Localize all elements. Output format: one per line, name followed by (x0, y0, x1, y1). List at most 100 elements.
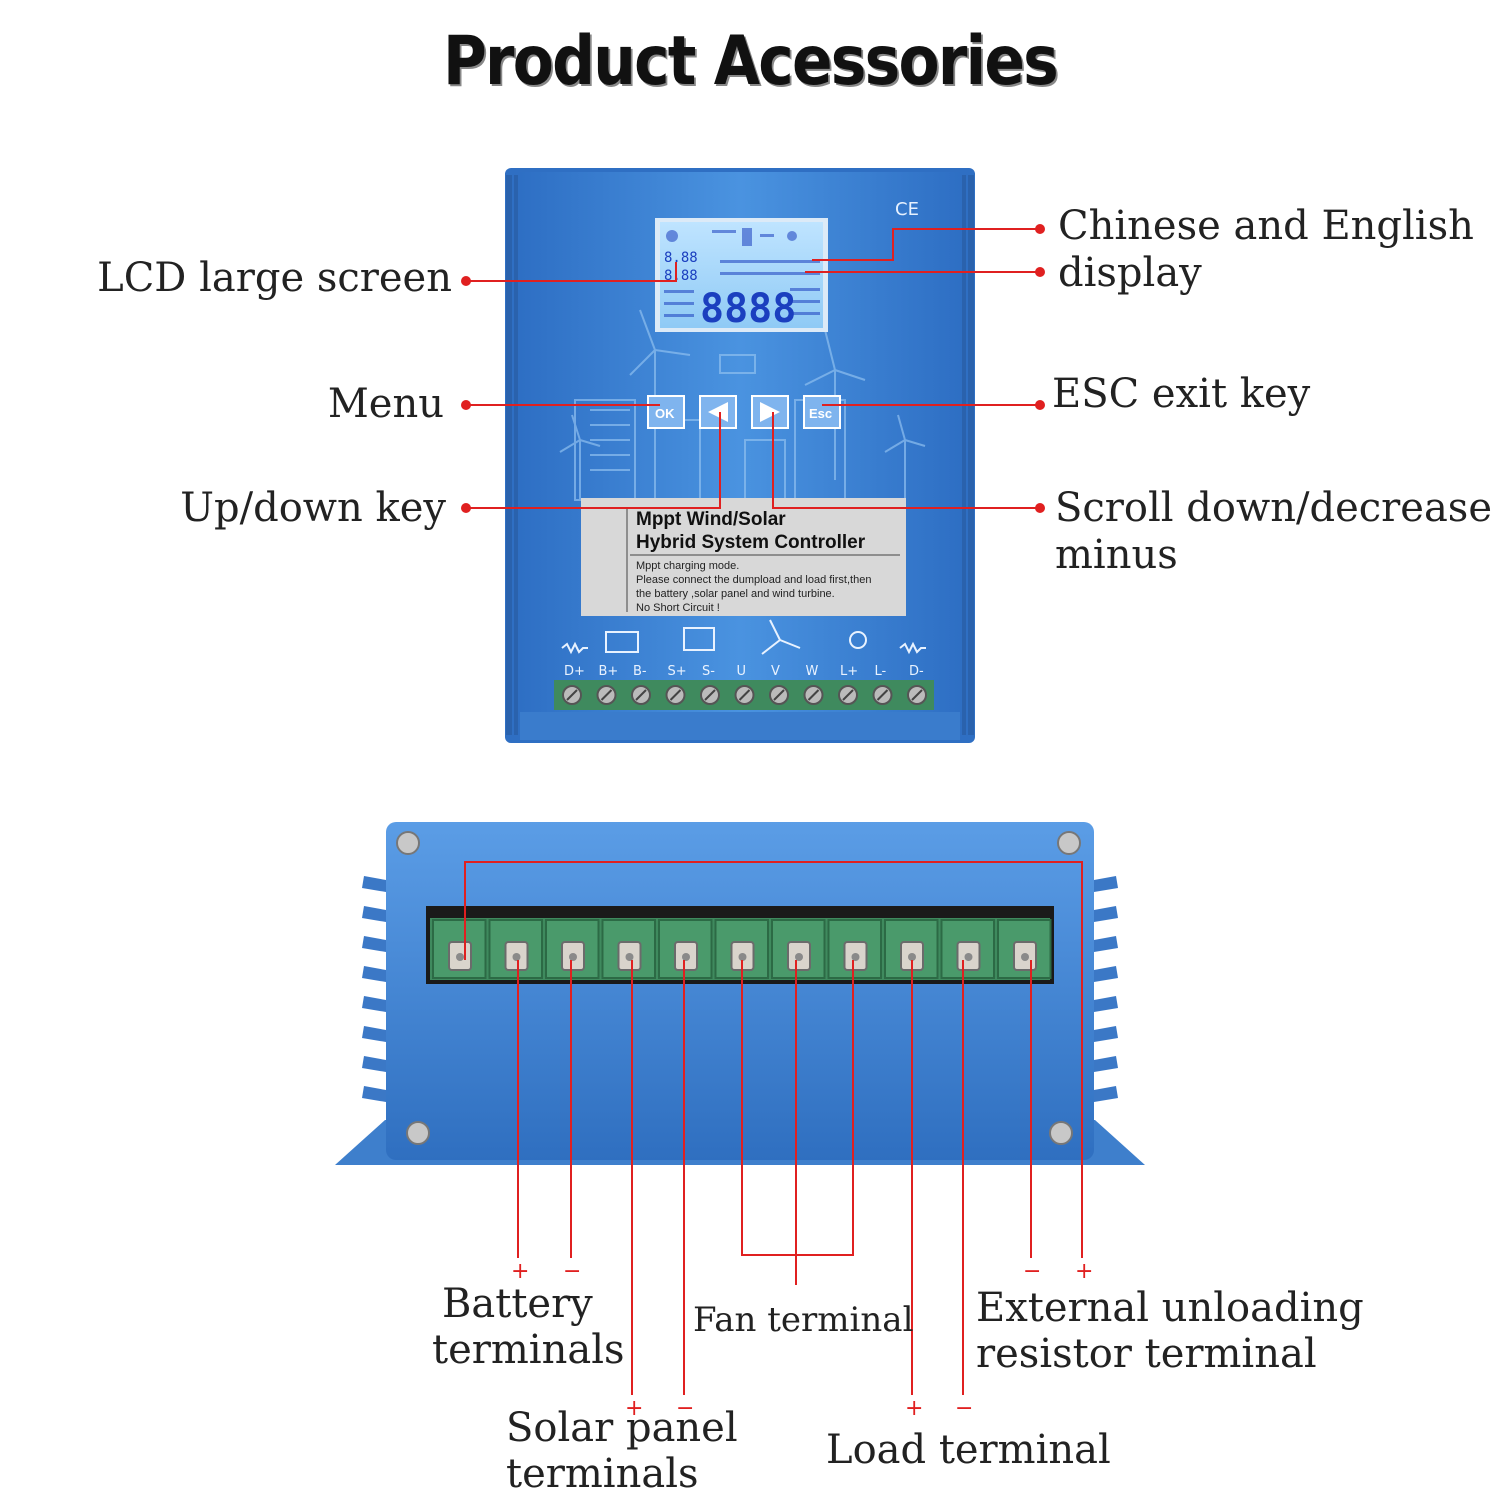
terminal-label-w: W (806, 664, 819, 679)
load-plus-sign: + (905, 1396, 923, 1421)
resistor-icon-left (561, 641, 588, 655)
housing-screws (396, 831, 1081, 1145)
front-device: CE 8.88 8.88 8888 OK (505, 168, 975, 743)
lcd-indicator-segments (664, 228, 820, 317)
load-minus-sign: − (955, 1396, 973, 1421)
screw-slot (807, 689, 820, 701)
screw-slot (635, 689, 647, 701)
side-terminals (432, 919, 1052, 979)
key-right[interactable] (751, 395, 789, 429)
sticker-text-3: the battery ,solar panel and wind turbin… (636, 588, 835, 600)
sticker-text-2: Please connect the dumpload and load fir… (636, 574, 871, 586)
screw-slot (566, 689, 578, 701)
sticker-title-line1: Mppt Wind/Solar (636, 509, 786, 530)
terminal-hole (964, 953, 973, 961)
terminal-label-splus: S+ (668, 664, 687, 679)
terminal-hole (851, 953, 860, 961)
terminal-hole (456, 953, 464, 961)
screw-slot (704, 689, 716, 701)
solar-panel-icon (683, 627, 715, 651)
chinese-english-display-label-line2: display (1058, 250, 1202, 296)
battery-terminals-label-line2: terminals (432, 1327, 625, 1373)
lcd-big-digits: 8888 (700, 286, 796, 332)
battery-plus-sign: + (511, 1259, 529, 1284)
key-esc[interactable]: Esc (803, 395, 841, 429)
terminal-label-lminus: L- (875, 664, 887, 679)
front-housing-bottom (520, 712, 960, 740)
resistor-minus-sign: − (1023, 1259, 1041, 1284)
screw-slot (738, 689, 751, 701)
scroll-down-label-line1: Scroll down/decrease (1055, 485, 1492, 531)
screw-slot (773, 689, 785, 701)
front-terminal-screws (562, 685, 927, 705)
fin (1094, 1056, 1118, 1072)
screw-slot (911, 689, 923, 701)
terminal-label-dplus: D+ (564, 664, 585, 679)
terminal-label-bplus: B+ (599, 664, 619, 679)
sticker-title-line2: Hybrid System Controller (636, 532, 866, 553)
solar-plus-sign: + (625, 1396, 643, 1421)
battery-icon (605, 631, 639, 653)
fin (362, 906, 386, 922)
screw-slot (669, 689, 682, 701)
fin (1094, 906, 1118, 922)
solar-panel-terminals-label-line1: Solar panel (506, 1405, 738, 1451)
external-resistor-terminal-label-line2: resistor terminal (976, 1331, 1317, 1377)
fin (1094, 1026, 1118, 1042)
battery-terminals-label-line1: Battery (442, 1281, 593, 1327)
key-ok[interactable]: OK (647, 395, 685, 429)
scroll-down-label-line2: minus (1055, 532, 1178, 578)
fin (362, 1056, 386, 1072)
side-fins-right (1094, 876, 1118, 1102)
wind-turbine-icon (761, 619, 801, 655)
side-device (335, 822, 1145, 1165)
info-sticker (581, 498, 906, 616)
terminal-hole (512, 953, 521, 961)
terminal-label-sminus: S- (702, 664, 715, 679)
fin (362, 876, 386, 892)
lamp-icon (849, 631, 867, 649)
fin (1094, 936, 1118, 952)
fin (362, 1086, 386, 1102)
terminal-hole (738, 953, 747, 961)
esc-exit-key-label: ESC exit key (1052, 371, 1311, 417)
right-arrow-icon (760, 402, 780, 422)
side-fins-left (362, 876, 386, 1102)
side-housing (386, 822, 1094, 1160)
fin (1094, 996, 1118, 1012)
terminal-hole (1021, 953, 1029, 961)
solar-panel-terminals-label-line2: terminals (506, 1451, 699, 1497)
key-left[interactable] (699, 395, 737, 429)
key-esc-label: Esc (809, 406, 832, 421)
screw-slot (600, 689, 613, 701)
terminal-hole (682, 953, 690, 961)
terminal-label-dminus: D- (909, 664, 924, 679)
screw-slot (842, 689, 854, 701)
terminal-label-v: V (771, 664, 780, 679)
solar-minus-sign: − (676, 1396, 694, 1421)
sticker-text-1: Mppt charging mode. (636, 560, 739, 572)
fin (362, 966, 386, 982)
left-fins (506, 175, 518, 735)
up-down-key-label: Up/down key (180, 485, 446, 531)
chinese-english-display-label-line1: Chinese and English (1058, 203, 1474, 249)
load-terminal-label: Load terminal (826, 1427, 1111, 1473)
terminal-icons (561, 619, 926, 655)
fin (1094, 966, 1118, 982)
ce-mark: CE (895, 199, 919, 220)
battery-minus-sign: − (563, 1259, 581, 1284)
fin (362, 936, 386, 952)
front-callout-lines (466, 228, 1040, 509)
terminal-label-lplus: L+ (840, 664, 858, 679)
side-callout-lines (464, 861, 1083, 1395)
fin (362, 996, 386, 1012)
menu-label: Menu (327, 381, 444, 427)
lcd-small-digits-top: 8.88 (664, 250, 698, 266)
screw-slot (876, 689, 889, 701)
left-arrow-icon (708, 402, 728, 422)
terminal-hole (908, 953, 916, 961)
terminal-label-u: U (737, 664, 747, 679)
resistor-plus-sign: + (1075, 1259, 1093, 1284)
